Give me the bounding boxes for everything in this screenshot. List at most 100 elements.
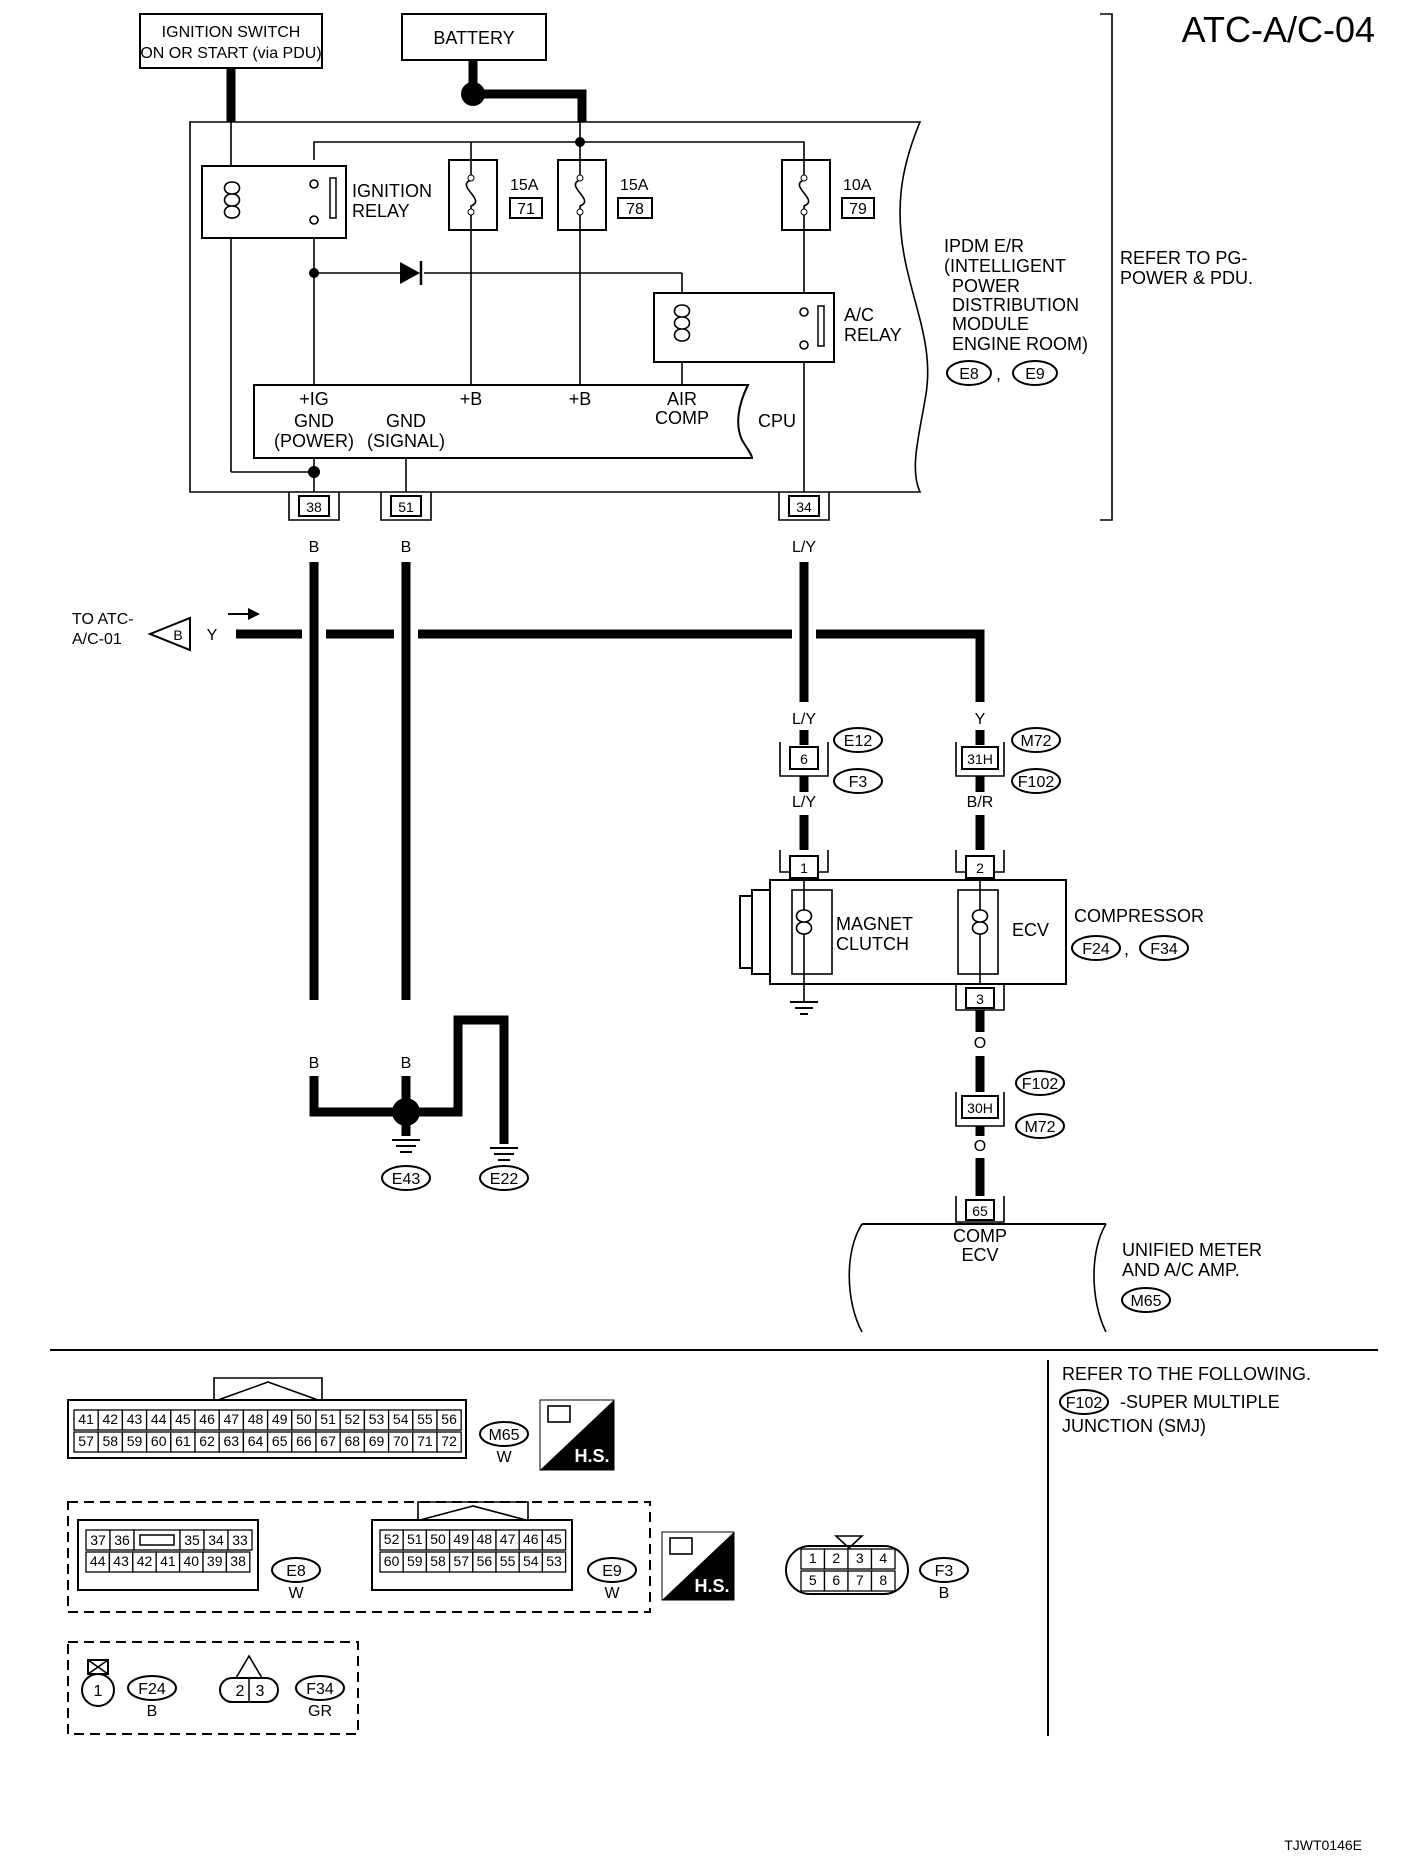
svg-text:DISTRIBUTION: DISTRIBUTION: [952, 295, 1079, 315]
battery-splice: [461, 82, 485, 106]
svg-text:W: W: [288, 1585, 304, 1602]
svg-text:+B: +B: [460, 389, 483, 409]
m65-pin: 54: [393, 1411, 409, 1427]
svg-text:B/R: B/R: [967, 794, 994, 811]
compressor-label: COMPRESSOR: [1074, 906, 1204, 926]
m65-pin: 64: [248, 1433, 264, 1449]
fuse-79: 10A 79: [781, 159, 875, 231]
m65-pin: 67: [320, 1433, 336, 1449]
e9-pin: 54: [523, 1553, 539, 1569]
svg-text:POWER: POWER: [952, 276, 1020, 296]
m65-pin: 62: [199, 1433, 215, 1449]
svg-text:RELAY: RELAY: [844, 325, 902, 345]
svg-text:M65: M65: [488, 1427, 519, 1444]
svg-text:3: 3: [256, 1683, 265, 1700]
f3-pin: 1: [809, 1550, 817, 1566]
svg-text:H.S.: H.S.: [574, 1446, 609, 1466]
svg-text:O: O: [974, 1138, 986, 1155]
svg-text:1: 1: [94, 1683, 103, 1700]
svg-text:F102: F102: [1066, 1395, 1103, 1412]
svg-text:E9: E9: [1025, 366, 1045, 383]
m65-pin: 49: [272, 1411, 288, 1427]
svg-text:78: 78: [626, 201, 644, 218]
svg-text:IGNITION SWITCH: IGNITION SWITCH: [162, 24, 301, 41]
svg-text:E22: E22: [490, 1171, 519, 1188]
e8-pin: 39: [207, 1553, 223, 1569]
svg-text:F34: F34: [306, 1681, 334, 1698]
m65-pin: 56: [441, 1411, 457, 1427]
e9-pin: 49: [453, 1531, 469, 1547]
m65-pin: 50: [296, 1411, 312, 1427]
e8-pin: 36: [114, 1532, 130, 1548]
m65-pin: 61: [175, 1433, 191, 1449]
svg-text:F3: F3: [935, 1563, 954, 1580]
e9-pin: 53: [546, 1553, 562, 1569]
e9-pin: 56: [477, 1553, 493, 1569]
m65-pin: 52: [345, 1411, 361, 1427]
svg-text:+IG: +IG: [299, 389, 329, 409]
m65-pin: 66: [296, 1433, 312, 1449]
svg-text:COMP: COMP: [953, 1226, 1007, 1246]
e9-pin: 52: [384, 1531, 400, 1547]
svg-text:(SIGNAL): (SIGNAL): [367, 431, 445, 451]
m65-cell: [436, 1409, 462, 1431]
e8-pin: 41: [160, 1553, 176, 1569]
svg-text:L/Y: L/Y: [792, 794, 816, 811]
svg-text:TO ATC-: TO ATC-: [72, 611, 134, 628]
svg-text:B: B: [401, 1055, 412, 1072]
m65-pin: 55: [417, 1411, 433, 1427]
m65-pin: 70: [393, 1433, 409, 1449]
svg-text:-SUPER MULTIPLE: -SUPER MULTIPLE: [1120, 1392, 1280, 1412]
m65-pin: 71: [417, 1433, 433, 1449]
hs-badge: H.S.: [539, 1399, 615, 1471]
svg-text:15A: 15A: [510, 177, 539, 194]
svg-text:(INTELLIGENT: (INTELLIGENT: [944, 256, 1066, 276]
e8-pin: 38: [230, 1553, 246, 1569]
m65-pin: 45: [175, 1411, 191, 1427]
m65-pin: 41: [78, 1411, 94, 1427]
diode: [400, 261, 423, 285]
svg-text:ECV: ECV: [961, 1245, 998, 1265]
m65-pin: 63: [224, 1433, 240, 1449]
svg-text:REFER TO PG-: REFER TO PG-: [1120, 248, 1247, 268]
f3-pin: 8: [879, 1572, 887, 1588]
ignition-switch-box: IGNITION SWITCH ON OR START (via PDU): [139, 13, 323, 69]
m65-pin: 57: [78, 1433, 94, 1449]
svg-text:ENGINE ROOM): ENGINE ROOM): [952, 334, 1088, 354]
svg-text:E8: E8: [959, 366, 979, 383]
f3-cell: [870, 1570, 896, 1592]
hs-badge-2: H.S.: [661, 1531, 735, 1601]
e9-pin: 57: [453, 1553, 469, 1569]
unified-meter: 65 COMP ECV UNIFIED METER AND A/C AMP. M…: [848, 1196, 1262, 1333]
svg-text:,: ,: [996, 364, 1001, 384]
cpu-box: +IG +B +B AIR COMP GND (POWER) GND (SIGN…: [253, 384, 796, 459]
e8-pin: 40: [184, 1553, 200, 1569]
m65-cell: [436, 1431, 462, 1453]
svg-text:30H: 30H: [967, 1100, 993, 1116]
svg-text:CLUTCH: CLUTCH: [836, 934, 909, 954]
e9-cell: [541, 1551, 567, 1573]
svg-text:B: B: [499, 1055, 510, 1072]
svg-text:(POWER): (POWER): [274, 431, 354, 451]
svg-text:E9: E9: [602, 1563, 622, 1580]
e8-pin: 44: [90, 1553, 106, 1569]
svg-text:A/C-01: A/C-01: [72, 631, 122, 648]
e9-pin: 51: [407, 1531, 423, 1547]
svg-text:M65: M65: [1130, 1293, 1161, 1310]
m65-pin: 42: [103, 1411, 119, 1427]
svg-text:L/Y: L/Y: [792, 711, 816, 728]
svg-text:15A: 15A: [620, 177, 649, 194]
e9-pin: 50: [430, 1531, 446, 1547]
svg-text:REFER TO THE FOLLOWING.: REFER TO THE FOLLOWING.: [1062, 1364, 1311, 1384]
svg-text:79: 79: [849, 201, 867, 218]
svg-text:MAGNET: MAGNET: [836, 914, 913, 934]
e8-cell: [227, 1529, 253, 1551]
connector-e12-f3: 6 E12 F3: [779, 727, 883, 794]
m65-pin: 44: [151, 1411, 167, 1427]
ground-splice: [392, 1098, 420, 1126]
svg-text:UNIFIED METER: UNIFIED METER: [1122, 1240, 1262, 1260]
